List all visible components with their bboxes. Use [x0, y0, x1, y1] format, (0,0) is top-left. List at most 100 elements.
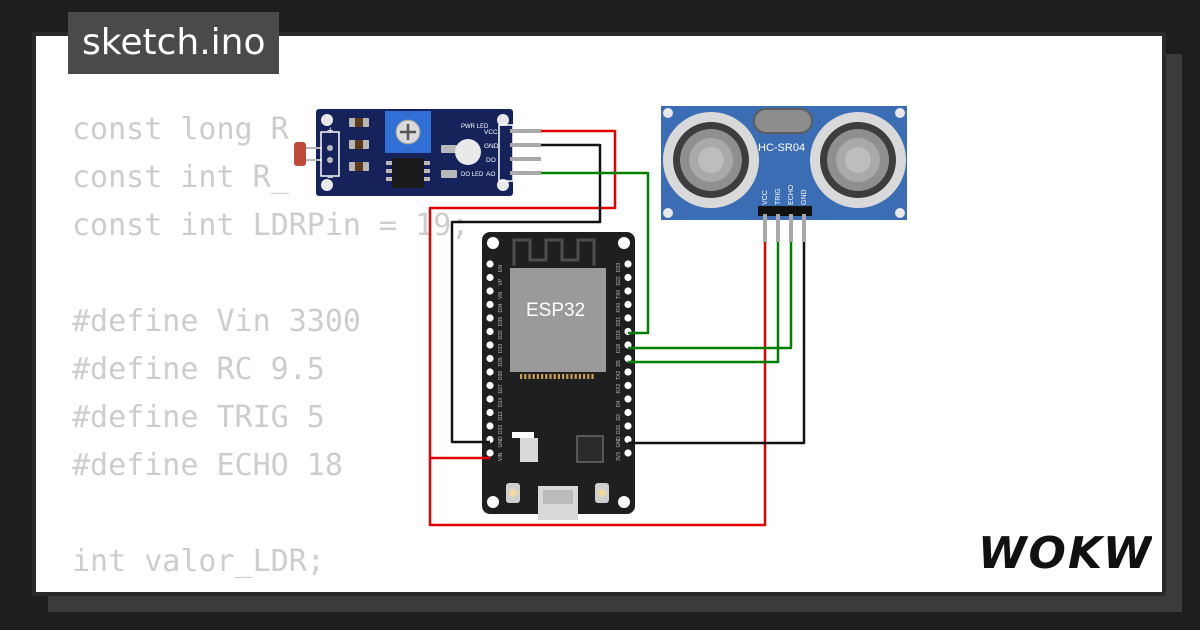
- code-line: int valor_LDR;: [72, 544, 325, 579]
- wire-sensor-trig[interactable]: [628, 242, 780, 364]
- right-pin-label: D5: [616, 360, 622, 367]
- left-pin-hole[interactable]: [486, 273, 494, 282]
- right-pin-hole[interactable]: [624, 354, 632, 363]
- left-pin-hole[interactable]: [486, 341, 494, 349]
- right-pin-label: RX2: [616, 384, 622, 394]
- left-pin-label: D35: [498, 317, 504, 326]
- left-pin-label: D27: [498, 384, 504, 393]
- left-pin-hole[interactable]: [486, 300, 494, 309]
- module-pad: [536, 374, 539, 379]
- module-pad: [591, 374, 594, 379]
- module-pad: [570, 374, 573, 379]
- wire-sensor-echo[interactable]: [628, 242, 793, 350]
- left-pin-hole[interactable]: [486, 314, 494, 322]
- usb-uart-chip: [576, 435, 604, 463]
- left-pin-label: D12: [498, 411, 504, 420]
- right-pin-label: RX0: [616, 303, 622, 313]
- code-line: const int LDRPin = 19;: [72, 208, 470, 243]
- right-pin-hole[interactable]: [624, 408, 632, 417]
- left-pin-label: VIN: [498, 452, 504, 461]
- voltage-regulator: [520, 438, 538, 462]
- pin-label-echo: ECHO: [788, 184, 795, 205]
- sensor-model-label: HC-SR04: [758, 142, 805, 154]
- pin-label-gnd: GND: [801, 189, 808, 205]
- crystal-oscillator: [753, 108, 813, 134]
- left-pin-label: D33: [498, 344, 504, 353]
- left-pin-header: ENVPVND34D35D32D33D25D26D27D14D12D13GNDV…: [486, 260, 504, 461]
- right-pin-label: D22: [616, 276, 622, 285]
- power-led-icon: [455, 139, 481, 165]
- chip-label: ESP32: [526, 300, 585, 321]
- right-pin-hole[interactable]: [624, 260, 632, 268]
- code-line: #define ECHO 18: [72, 448, 343, 483]
- code-line: const int R_: [72, 160, 289, 195]
- code-line: #define Vin 3300: [72, 304, 361, 339]
- left-pin-hole[interactable]: [486, 354, 494, 363]
- right-pin-hole[interactable]: [624, 287, 632, 295]
- module-pad: [532, 374, 535, 379]
- left-pin-hole[interactable]: [486, 395, 494, 403]
- left-pin-label: VP: [498, 278, 504, 285]
- right-pin-hole[interactable]: [624, 368, 632, 376]
- right-pin-label: D21: [616, 317, 622, 326]
- pin-label-ao: AO: [486, 171, 495, 178]
- right-pin-header: D23D22TX0RX0D21D19D18D5TX2RX2D4D2D15GND3…: [616, 260, 632, 461]
- module-pad: [520, 374, 523, 379]
- right-pin-label: D2: [616, 414, 622, 421]
- right-pin-hole[interactable]: [624, 395, 632, 403]
- left-pin-hole[interactable]: [486, 287, 494, 295]
- left-pin-label: GND: [498, 436, 504, 448]
- left-pin-label: D14: [498, 398, 504, 407]
- resistor-icon: [441, 170, 457, 178]
- left-pin-label: D13: [498, 425, 504, 434]
- pin-header: [758, 206, 812, 216]
- module-pad: [583, 374, 586, 379]
- wire-ldr-vcc[interactable]: [428, 129, 617, 460]
- left-pin-label: EN: [498, 265, 504, 272]
- module-pad: [578, 374, 581, 379]
- left-pin-hole[interactable]: [486, 422, 494, 430]
- module-pad: [574, 374, 577, 379]
- left-pin-hole[interactable]: [486, 368, 494, 376]
- left-pin-label: D25: [498, 357, 504, 366]
- mount-hole: [497, 114, 509, 126]
- do-led-label: DO LED: [461, 172, 484, 178]
- right-pin-hole[interactable]: [624, 449, 632, 457]
- right-pin-hole[interactable]: [624, 422, 632, 430]
- left-pin-hole[interactable]: [486, 381, 494, 390]
- right-pin-label: D19: [616, 330, 622, 339]
- pin-label-vcc: VCC: [762, 190, 769, 205]
- wokwi-logo-text: WOKWi: [978, 528, 1152, 578]
- wire-sensor-gnd[interactable]: [628, 242, 806, 445]
- left-pin-hole[interactable]: [486, 260, 494, 268]
- wire-ldr-ao[interactable]: [541, 171, 650, 335]
- antenna-icon: [512, 238, 596, 266]
- sensor-socket: [320, 131, 340, 177]
- file-name-tab[interactable]: sketch.ino: [68, 12, 280, 74]
- wokwi-logo[interactable]: WOKWi: [976, 526, 1152, 578]
- esp32-board[interactable]: ESP32 ENVPVND34D35D32D33D25D26D27D14D12D…: [482, 232, 635, 520]
- left-pin-label: D26: [498, 371, 504, 380]
- wire-ldr-gnd[interactable]: [450, 143, 602, 444]
- left-pin-hole[interactable]: [486, 449, 494, 457]
- hc-sr04-sensor[interactable]: HC-SR04 VCC TRIG ECHO GND: [661, 106, 907, 242]
- left-pin-label: D32: [498, 330, 504, 339]
- left-pin-label: VN: [498, 292, 504, 299]
- right-pin-hole[interactable]: [624, 273, 632, 282]
- pin-label-do: DO: [486, 157, 496, 164]
- left-pin-hole[interactable]: [486, 408, 494, 417]
- right-pin-hole[interactable]: [624, 435, 632, 444]
- module-pad: [524, 374, 527, 379]
- right-pin-hole[interactable]: [624, 381, 632, 390]
- left-pin-hole[interactable]: [486, 327, 494, 336]
- right-pin-hole[interactable]: [624, 314, 632, 322]
- wire-sensor-vcc[interactable]: [428, 242, 767, 527]
- photoresistor-icon: [294, 142, 306, 166]
- ldr-module[interactable]: + − PWR LED DO LED VCC: [294, 109, 541, 196]
- module-pad: [566, 374, 569, 379]
- right-pin-hole[interactable]: [624, 300, 632, 309]
- pin-label-vcc: VCC: [484, 129, 498, 136]
- code-line: const long R: [72, 112, 289, 147]
- module-pad: [553, 374, 556, 379]
- module-pad: [541, 374, 544, 379]
